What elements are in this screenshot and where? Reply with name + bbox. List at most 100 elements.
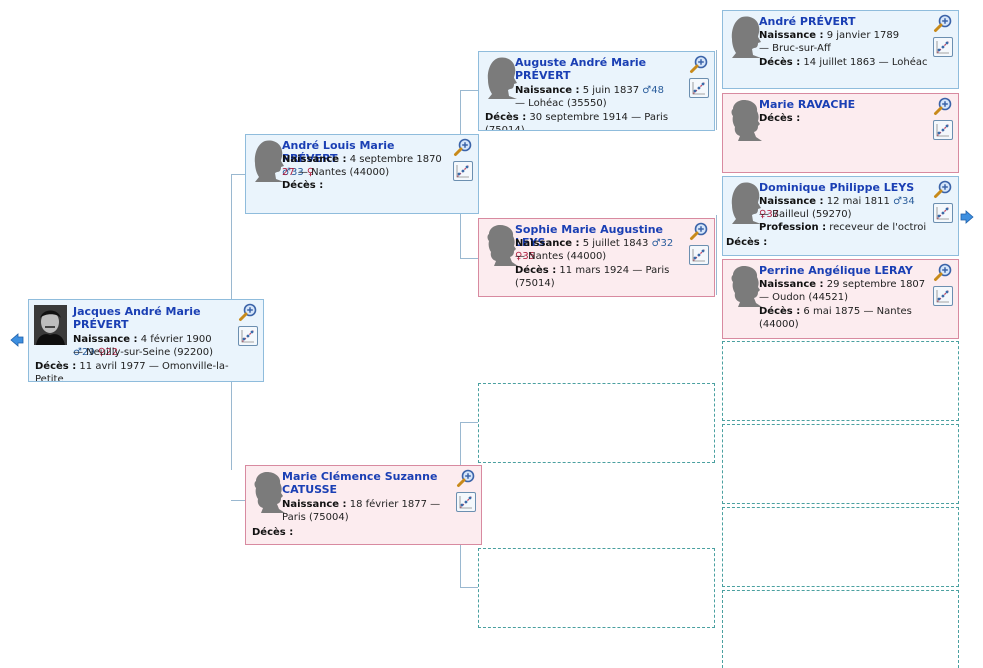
magnifier-icon[interactable] [453, 137, 473, 157]
edit-chart-icon[interactable] [933, 203, 953, 223]
birth-line: Naissance : 5 juillet 1843 ♂32 ♀35 [515, 237, 684, 263]
birth-place-line: — Lohéac (35550) [515, 97, 684, 110]
magnifier-icon[interactable] [933, 262, 953, 282]
magnifier-icon[interactable] [689, 54, 709, 74]
edit-chart-icon[interactable] [933, 120, 953, 140]
birth-label: Naissance : [759, 196, 824, 207]
edit-chart-icon[interactable] [689, 245, 709, 265]
edit-chart-icon[interactable] [238, 326, 258, 346]
birth-label: Naissance : [759, 279, 824, 290]
birth-date: 18 février 1877 [349, 499, 427, 510]
father-age: ♂34 [893, 196, 915, 207]
person-card-paternal-grandfather[interactable]: Auguste André Marie PRÉVERT Naissance : … [478, 51, 715, 131]
birth-label: Naissance : [515, 85, 580, 96]
profession-label: Profession : [759, 222, 827, 233]
death-label: Décès : [726, 237, 768, 248]
birth-place-line: — Nantes (44000) [515, 250, 684, 263]
birth-label: Naissance : [282, 499, 347, 510]
death-line: Décès : 30 septembre 1914 — Paris (75014… [485, 111, 708, 131]
magnifier-icon[interactable] [933, 179, 953, 199]
death-place: — Omonville-la-Petite [35, 361, 229, 382]
birth-line: Naissance : 4 septembre 1870 ♂33 ♀ [282, 153, 448, 179]
birth-place: — Bruc-sur-Aff [759, 43, 831, 54]
mother-age: ♀37 [759, 209, 780, 220]
death-label: Décès : [252, 527, 294, 538]
person-name[interactable]: Auguste André Marie PRÉVERT [515, 56, 647, 82]
mother-age: ♀22 [97, 347, 118, 358]
birth-date: 5 juin 1837 [582, 85, 640, 96]
magnifier-icon[interactable] [689, 221, 709, 241]
empty-ancestor-slot[interactable] [478, 548, 715, 628]
person-card-mother[interactable]: Marie Clémence Suzanne CATUSSE Naissance… [245, 465, 482, 545]
person-name[interactable]: Marie Clémence Suzanne CATUSSE [282, 470, 438, 496]
person-name[interactable]: Dominique Philippe LEYS [759, 181, 915, 194]
birth-line: Naissance : 29 septembre 1807 [759, 278, 928, 291]
person-card-great-grandfather-2[interactable]: Dominique Philippe LEYS Naissance : 12 m… [722, 176, 959, 256]
birth-place: — Oudon (44521) [759, 292, 848, 303]
magnifier-icon[interactable] [933, 13, 953, 33]
edit-chart-icon[interactable] [456, 492, 476, 512]
death-label: Décès : [759, 113, 801, 124]
connector-line [460, 258, 478, 259]
death-date: 11 mars 1924 [559, 265, 630, 276]
birth-label: Naissance : [73, 334, 138, 345]
magnifier-icon[interactable] [933, 96, 953, 116]
person-name[interactable]: Jacques André Marie PRÉVERT [73, 305, 201, 331]
arrow-right-icon[interactable] [960, 210, 974, 224]
birth-date: 12 mai 1811 [826, 196, 890, 207]
connector-line [460, 587, 478, 588]
empty-ancestor-slot[interactable] [722, 590, 959, 668]
person-name[interactable]: André PRÉVERT [759, 15, 856, 28]
birth-date: 29 septembre 1807 [826, 279, 926, 290]
birth-line: Naissance : 9 janvier 1789 [759, 29, 928, 42]
empty-ancestor-slot[interactable] [722, 424, 959, 504]
birth-place-line: 27 — Nantes (44000) [282, 166, 448, 179]
connector-line [231, 500, 245, 501]
person-card-paternal-grandmother[interactable]: Sophie Marie Augustine LEYS Naissance : … [478, 218, 715, 297]
connector-line [231, 174, 245, 175]
birth-place-line: — Oudon (44521) [759, 291, 928, 304]
connector-line [460, 422, 478, 423]
death-label: Décès : [515, 265, 557, 276]
person-card-great-grandmother-2[interactable]: Perrine Angélique LERAY Naissance : 29 s… [722, 259, 959, 339]
birth-date: 5 juillet 1843 [582, 238, 649, 249]
father-age: ♂32 [651, 238, 674, 249]
death-line: Décès : 6 mai 1875 — Nantes (44000) [759, 305, 928, 331]
birth-place-line: — Neuilly-sur-Seine (92200) [73, 346, 233, 359]
birth-label: Naissance : [515, 238, 580, 249]
death-line: Décès : 11 avril 1977 — Omonville-la-Pet… [35, 360, 257, 382]
death-line: Décès : 14 juillet 1863 — Lohéac [759, 56, 928, 69]
connector-line [460, 90, 478, 91]
birth-line: Naissance : 4 février 1900 ♂29 ♀22 [73, 333, 233, 359]
arrow-left-icon[interactable] [10, 333, 24, 347]
death-label: Décès : [759, 57, 801, 68]
death-line: Décès : 11 mars 1924 — Paris (75014) [515, 264, 684, 290]
birth-place-line: — Bruc-sur-Aff [759, 42, 928, 55]
empty-ancestor-slot[interactable] [478, 383, 715, 463]
birth-line: Naissance : 18 février 1877 — Paris (750… [282, 498, 451, 524]
birth-line: Naissance : 5 juin 1837 ♂48 [515, 84, 684, 97]
birth-place: — Bailleul (59270) [759, 209, 852, 220]
person-name[interactable]: Perrine Angélique LERAY [759, 264, 913, 277]
death-place: — Paris (75014) [485, 112, 669, 131]
edit-chart-icon[interactable] [933, 37, 953, 57]
person-name[interactable]: Marie RAVACHE [759, 98, 856, 111]
father-age: ♂29 [73, 347, 95, 358]
person-name[interactable]: Sophie Marie Augustine LEYS [515, 223, 664, 249]
empty-ancestor-slot[interactable] [722, 341, 959, 421]
empty-ancestor-slot[interactable] [722, 507, 959, 587]
edit-chart-icon[interactable] [689, 78, 709, 98]
person-name[interactable]: André Louis Marie PRÉVERT [282, 139, 395, 165]
death-place: — Paris (75014) [515, 265, 670, 289]
person-card-great-grandfather-1[interactable]: André PRÉVERT Naissance : 9 janvier 1789… [722, 10, 959, 89]
death-date: 6 mai 1875 [803, 306, 861, 317]
person-card-father[interactable]: André Louis Marie PRÉVERT Naissance : 4 … [245, 134, 479, 214]
person-card-great-grandmother-1[interactable]: Marie RAVACHE Décès : [722, 93, 959, 173]
magnifier-icon[interactable] [238, 302, 258, 322]
profession-value: receveur de l'octroi [829, 222, 927, 233]
magnifier-icon[interactable] [456, 468, 476, 488]
person-card-root[interactable]: Jacques André Marie PRÉVERT Naissance : … [28, 299, 264, 382]
edit-chart-icon[interactable] [933, 286, 953, 306]
edit-chart-icon[interactable] [453, 161, 473, 181]
mother-age: ♀35 [515, 251, 536, 262]
